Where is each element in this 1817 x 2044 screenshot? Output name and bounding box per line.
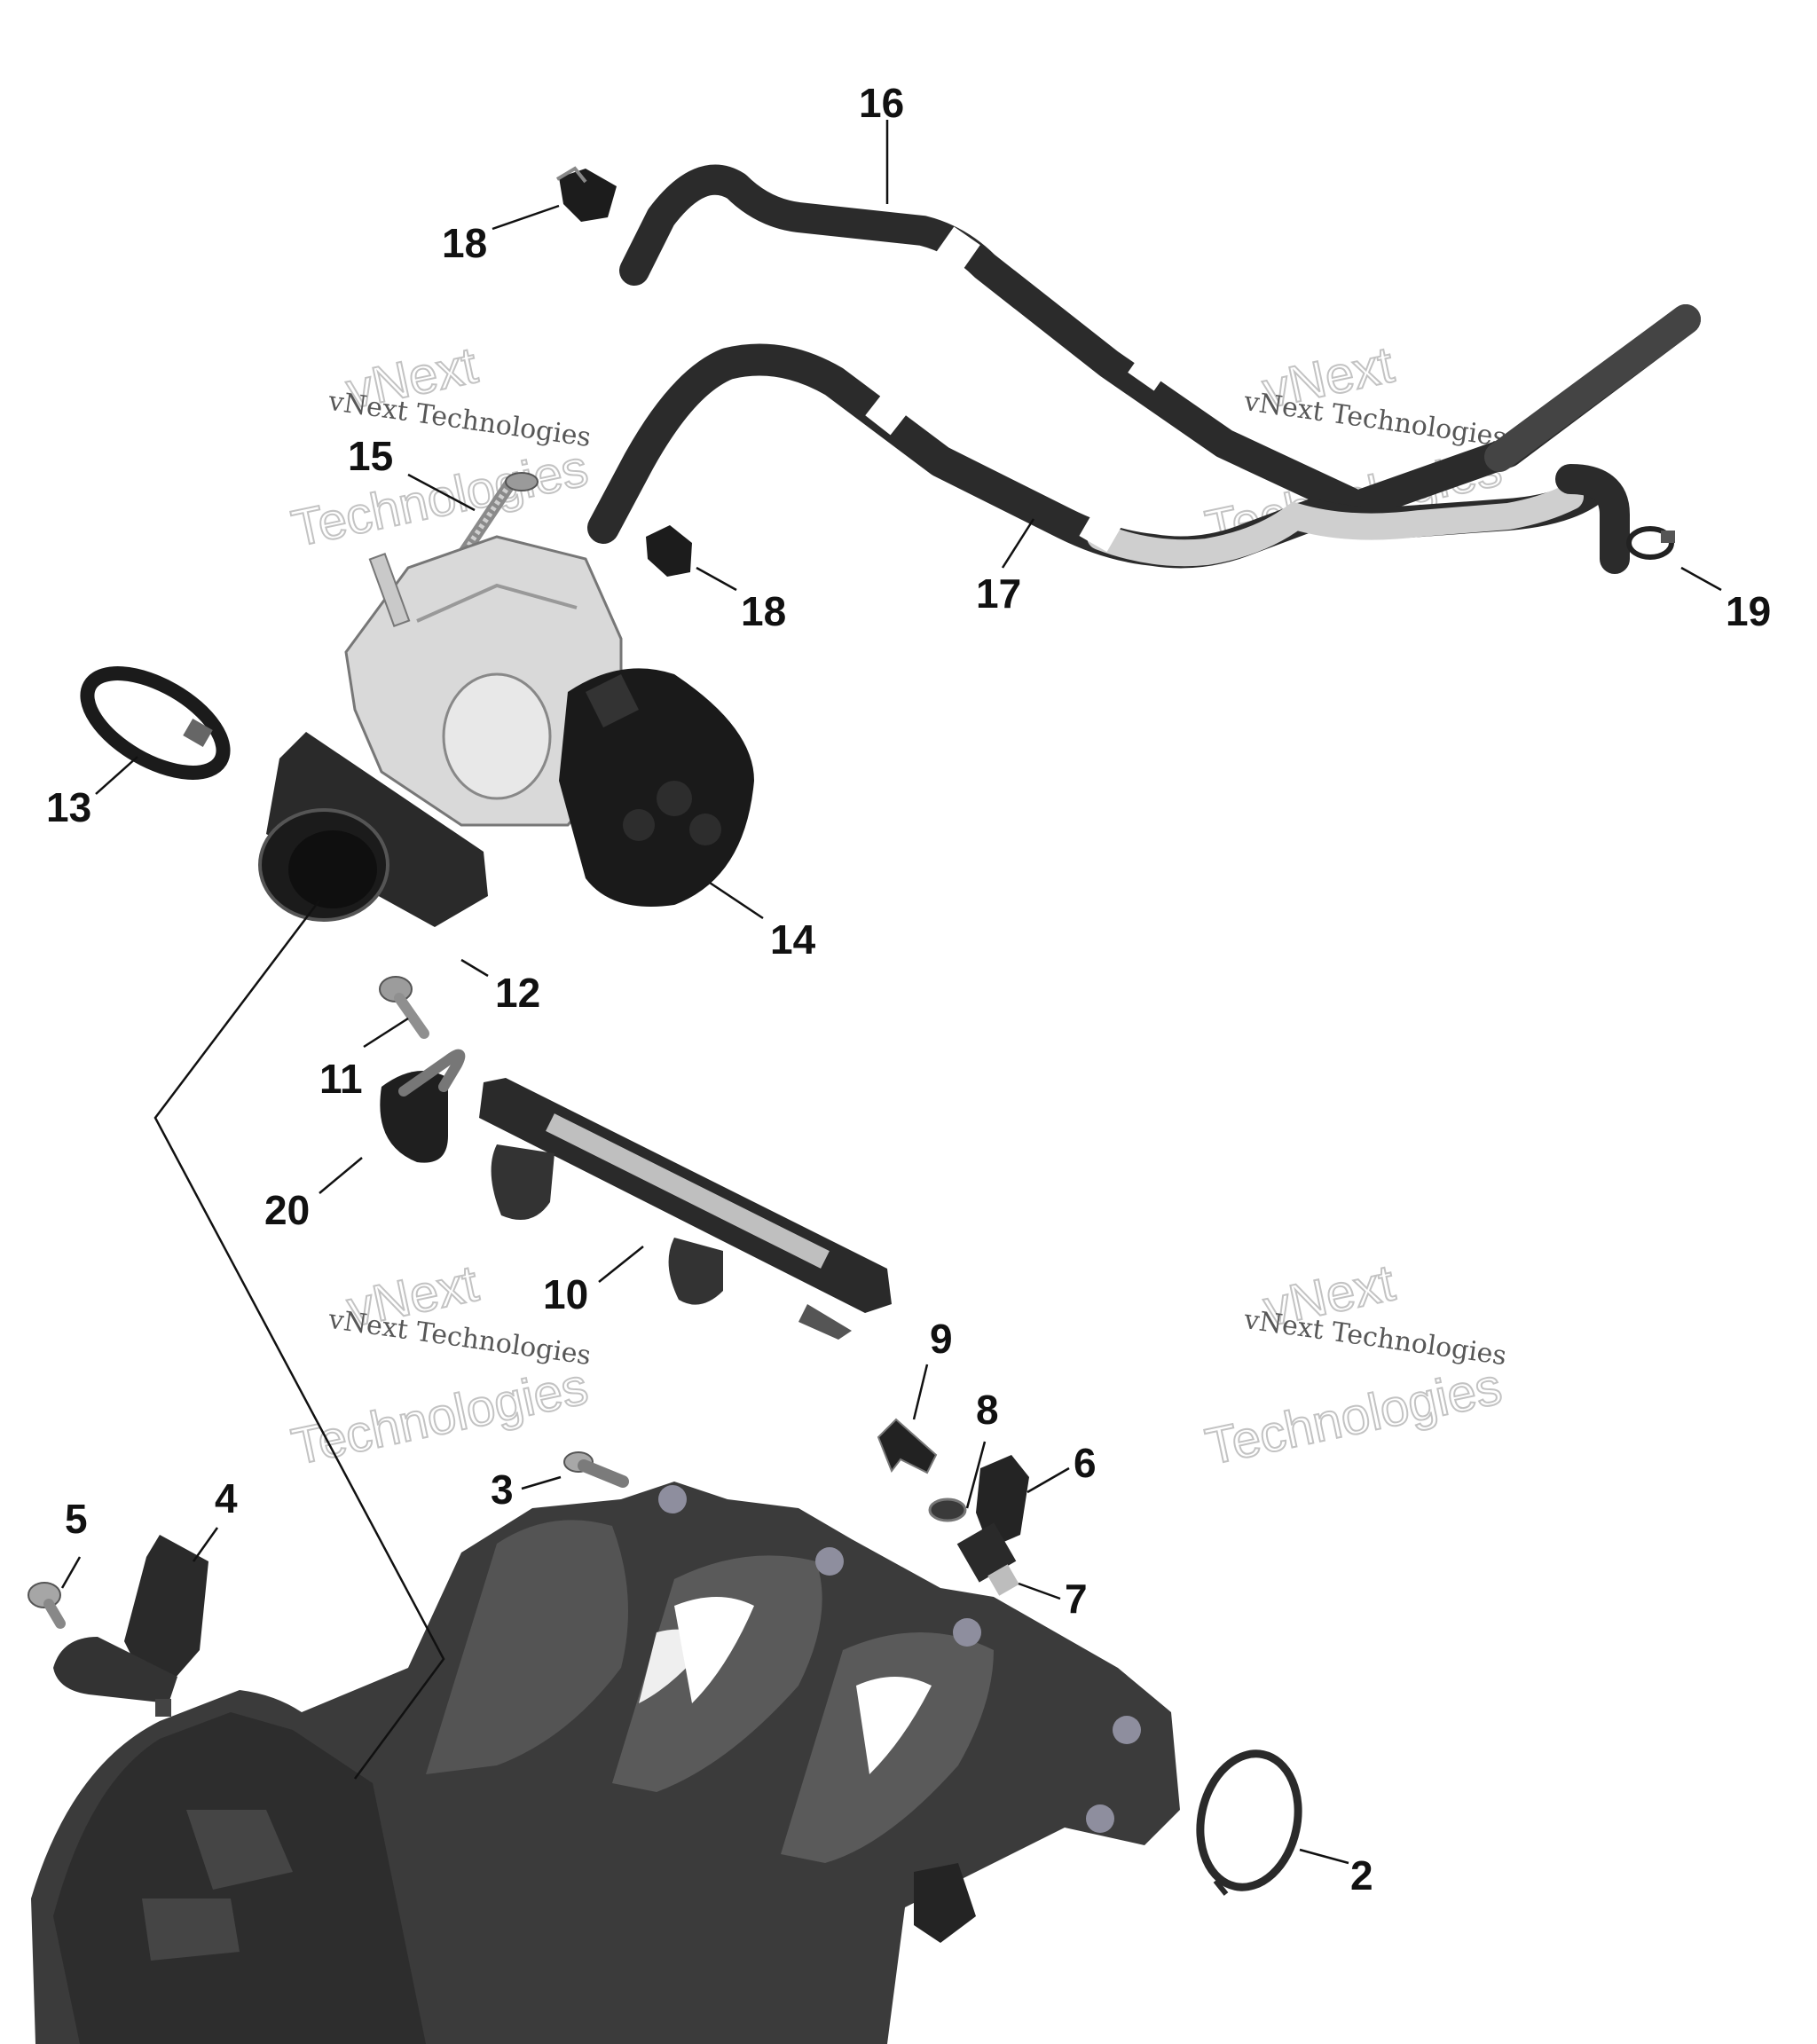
clip-part-9 (877, 1418, 938, 1474)
hose-part-17 (587, 343, 1630, 574)
callout-19: 19 (1726, 588, 1771, 634)
sensor-part-4 (53, 1535, 208, 1717)
screw-part-11 (379, 976, 429, 1039)
clamp-part-19 (1626, 526, 1675, 560)
watermark-word: Technologies (1200, 1357, 1506, 1476)
bolt-part-3 (563, 1451, 629, 1488)
callout-3: 3 (491, 1466, 514, 1513)
callout-5: 5 (65, 1496, 88, 1542)
callout-11: 11 (319, 1056, 363, 1102)
callout-10: 10 (543, 1271, 588, 1317)
callout-7: 7 (1065, 1576, 1088, 1622)
callout-4: 4 (215, 1475, 238, 1521)
callout-18-upper: 18 (442, 220, 487, 266)
leader-12-to-manifold (153, 900, 445, 1780)
injector-body-part-7 (956, 1522, 1019, 1596)
watermark-word: Technologies (287, 1357, 593, 1476)
callout-15: 15 (348, 433, 393, 479)
callout-18-lower: 18 (741, 588, 786, 634)
adapter-part-12 (258, 732, 488, 927)
callout-leaders (60, 120, 1722, 1865)
injector-part-6 (976, 1455, 1029, 1548)
hose-clamp-part-13 (80, 666, 231, 780)
throttle-body-part-14 (344, 535, 754, 907)
watermark-top-left: vNext vNext Technologies Technologies (286, 335, 594, 559)
callout-2: 2 (1350, 1852, 1373, 1899)
hose-part-16 (619, 164, 1701, 521)
gasket-part-2 (1196, 1749, 1302, 1896)
callout-9: 9 (930, 1316, 953, 1362)
callout-16: 16 (859, 80, 904, 126)
callout-12: 12 (495, 970, 540, 1016)
screw-part-5 (28, 1582, 66, 1629)
callout-6: 6 (1074, 1440, 1097, 1486)
callout-20: 20 (264, 1187, 310, 1233)
clamp-part-18-lower (646, 525, 692, 577)
callout-17: 17 (976, 570, 1021, 617)
o-ring-part-8 (928, 1498, 967, 1522)
clamp-part-18-upper (555, 166, 617, 222)
callout-8: 8 (976, 1387, 999, 1433)
bracket-part-20 (380, 1049, 466, 1163)
watermark-word: Technologies (287, 439, 593, 558)
watermark-mid-right: vNext vNext Technologies Technologies (1200, 1253, 1508, 1477)
intake-manifold (31, 1482, 1180, 2044)
callout-13: 13 (46, 784, 91, 830)
callout-14: 14 (770, 916, 816, 963)
fuel-rail-part-10 (479, 1078, 892, 1340)
callout-labels: 2 3 4 5 6 7 8 9 10 11 12 13 14 15 16 17 … (46, 80, 1771, 1899)
